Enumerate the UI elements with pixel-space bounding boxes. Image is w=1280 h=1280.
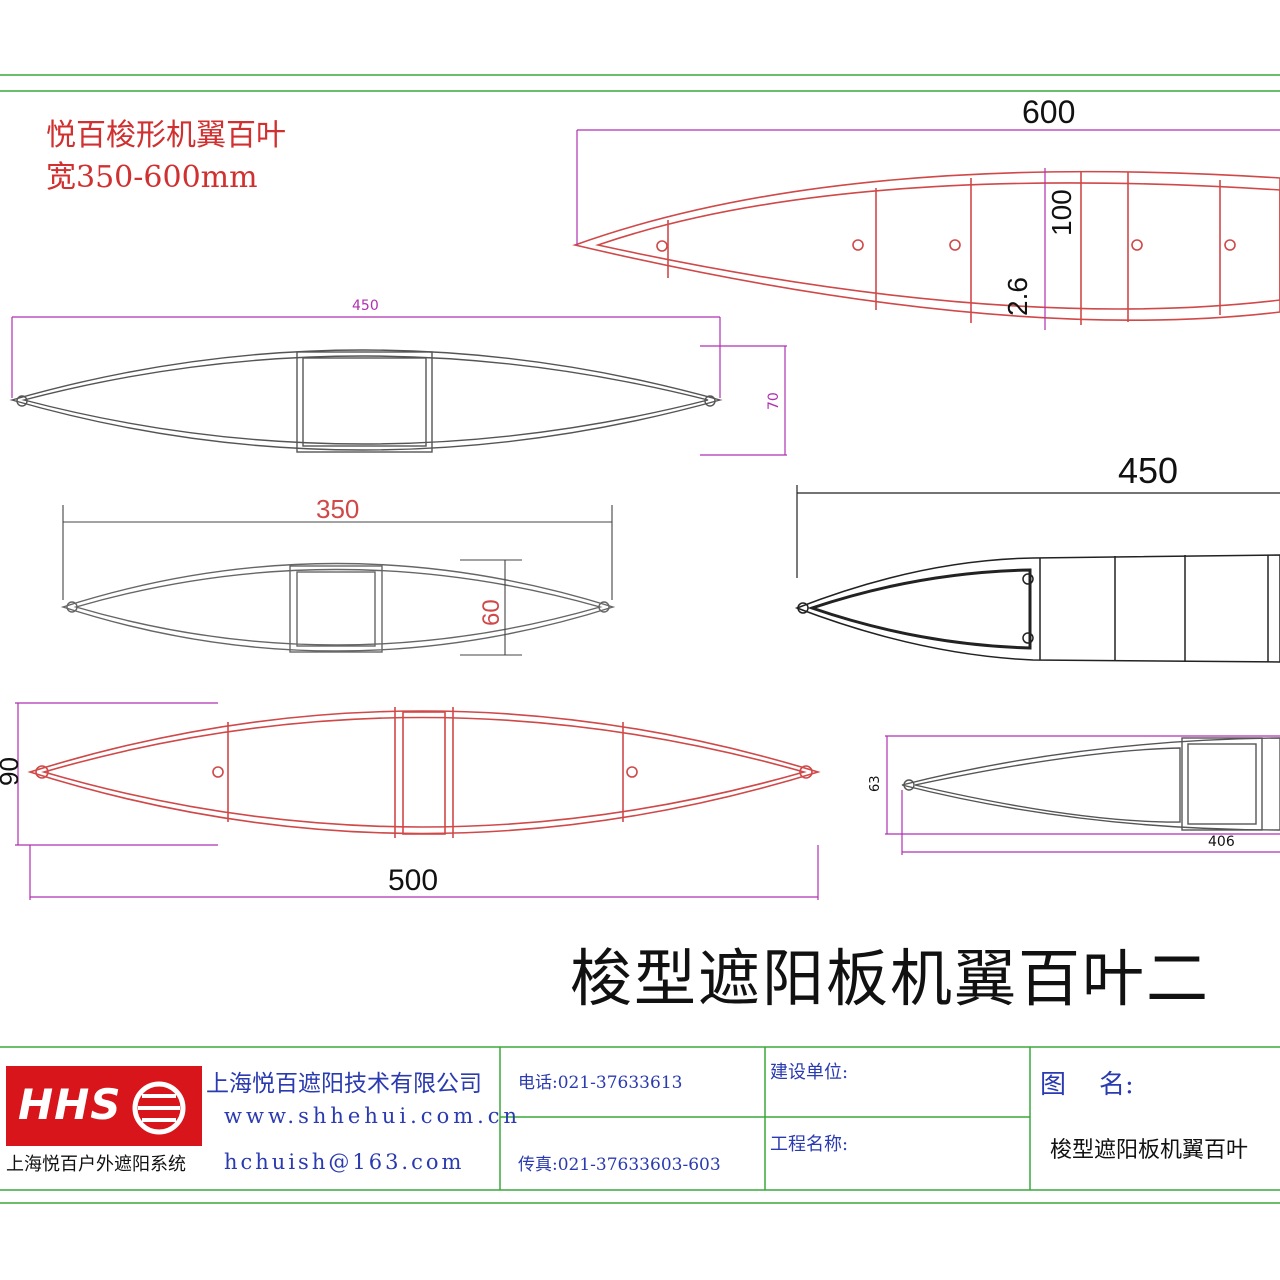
- logo-text: HHS: [18, 1080, 122, 1129]
- construction-unit-label: 建设单位:: [770, 1062, 849, 1083]
- header-title-line1: 悦百梭形机翼百叶: [46, 118, 286, 153]
- phone-number: 电话:021-37633613: [518, 1073, 683, 1093]
- dim-label-90: 90: [0, 757, 24, 786]
- profile-450-right: [794, 554, 1280, 663]
- dim-350-lines: [62, 505, 613, 656]
- dim-450b-lines: [796, 485, 1280, 578]
- dim-label-2-6: 2.6: [1002, 277, 1033, 316]
- drawing-name: 梭型遮阳板机翼百叶: [1050, 1138, 1249, 1163]
- dim-label-450b: 450: [1118, 450, 1179, 491]
- fax-number: 传真:021-37633603-603: [518, 1155, 721, 1175]
- dim-406-lines: [885, 735, 1280, 855]
- profile-350: [60, 562, 616, 653]
- dim-label-100: 100: [1046, 189, 1077, 236]
- dim-label-70: 70: [766, 392, 782, 410]
- drawing-frame: [0, 74, 1280, 1204]
- logo-sun-icon: [132, 1081, 186, 1135]
- company-logo: HHS: [6, 1066, 202, 1146]
- dim-label-406: 406: [1208, 834, 1235, 850]
- header-title-line2: 宽350-600mm: [46, 160, 258, 195]
- profile-500: [27, 707, 821, 838]
- company-name: 上海悦百遮阳技术有限公司: [206, 1071, 482, 1097]
- profile-600: [572, 170, 1280, 325]
- profile-406: [901, 737, 1280, 831]
- dim-label-600: 600: [1022, 94, 1076, 130]
- main-title: 梭型遮阳板机翼百叶二: [570, 942, 1211, 1015]
- dim-450-lines: [11, 316, 787, 456]
- company-email: hchuish@163.com: [224, 1150, 465, 1174]
- logo-caption: 上海悦百户外遮阳系统: [6, 1154, 186, 1175]
- dim-label-63: 63: [868, 775, 883, 792]
- profile-450: [9, 349, 723, 453]
- dim-label-450: 450: [352, 298, 379, 314]
- dim-label-60: 60: [478, 599, 505, 626]
- dim-600-lines: [576, 129, 1280, 330]
- dim-label-350: 350: [316, 494, 360, 524]
- dim-500-lines: [15, 702, 819, 900]
- drawing-name-label: 图 名:: [1040, 1070, 1134, 1100]
- dim-label-500: 500: [388, 864, 439, 897]
- project-name-label: 工程名称:: [770, 1134, 849, 1155]
- company-website: www.shhehui.com.cn: [224, 1104, 522, 1128]
